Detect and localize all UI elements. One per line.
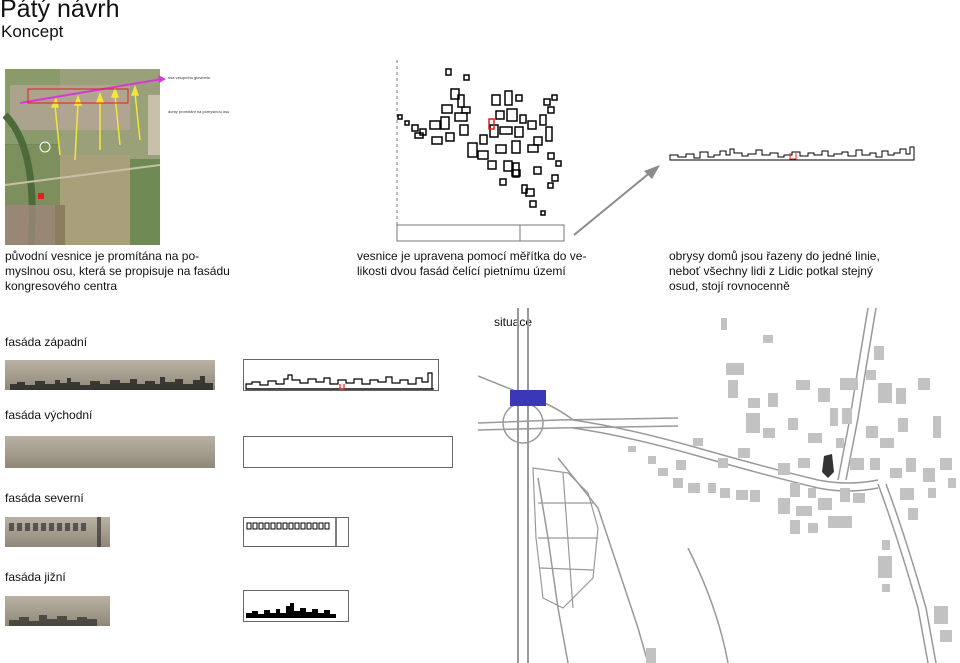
roads [478, 308, 937, 663]
village-footprint [396, 60, 565, 242]
aerial-note-axis: osa vztupního giovinetu [168, 75, 210, 80]
facade-south-silhouette [9, 615, 97, 626]
facade-south-outline [246, 603, 336, 618]
park-paths [532, 467, 599, 609]
caption-projection: původní vesnice je promítána na po- mysl… [5, 249, 230, 293]
facade-west-silhouette [10, 376, 213, 390]
facade-west-photo [5, 360, 215, 390]
projection-axis [19, 75, 166, 199]
caption-scale: vesnice je upravena pomocí měřítka do ve… [357, 249, 587, 278]
skyline-outline [669, 146, 915, 161]
facade-north-photo [5, 517, 110, 547]
village-buildings [628, 318, 956, 663]
aerial-photo [2, 69, 161, 245]
site-plan [478, 308, 956, 663]
caption-alignment: obrysy domů jsou řazeny do jedné linie, … [669, 249, 880, 293]
site-plan-label: situace [494, 315, 533, 329]
concept-diagrams: osa vztupního giovinetu domy promítám na… [2, 60, 915, 245]
facade-east-drawing [243, 436, 453, 468]
arrow-head [644, 165, 660, 179]
facade-north-label: fasáda severní [5, 491, 84, 505]
facade-west-label: fasáda západní [5, 335, 88, 349]
aerial-note-houses: domy promítám na pomyslnou osu [168, 109, 229, 114]
facade-north-outline [246, 518, 337, 546]
arrow-line [573, 170, 653, 236]
facade-south-photo [5, 596, 110, 626]
facade-west-drawing [243, 359, 439, 391]
facade-east-label: fasáda východní [5, 408, 93, 422]
facade-south-drawing [243, 590, 349, 622]
page-subtitle: Koncept [1, 22, 64, 41]
facade-north-drawing [243, 517, 349, 547]
facade-west-outline [245, 372, 434, 390]
page-title: Pátý návrh [0, 0, 120, 23]
memorial-marker [822, 454, 834, 478]
facade-east-photo [5, 436, 215, 468]
congress-centre-block [510, 390, 546, 406]
facade-north-openings [9, 517, 101, 547]
facade-south-label: fasáda jižní [5, 570, 66, 584]
